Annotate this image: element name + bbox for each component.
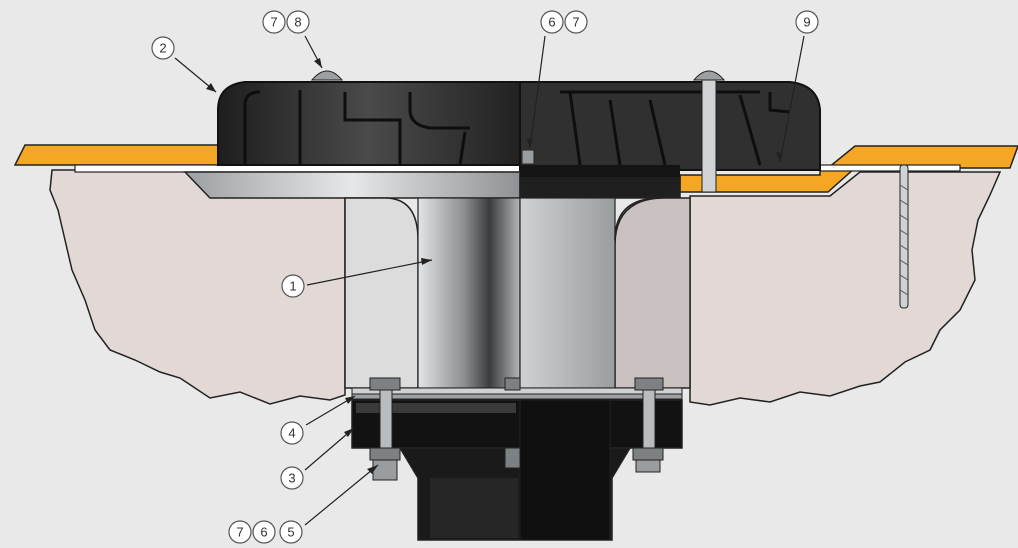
deck-plate-right	[819, 164, 961, 172]
callout-6-top: 6	[540, 10, 564, 34]
callout-4-label: 4	[288, 426, 295, 441]
sleeve-right	[614, 197, 691, 389]
strainer-cut-band	[520, 165, 680, 177]
callout-7-bottom-label: 7	[236, 525, 243, 540]
callout-3-label: 3	[288, 471, 295, 486]
dome-strainer-ribs-left	[243, 90, 470, 166]
concrete-deck-right	[689, 171, 1002, 406]
callout-2: 2	[151, 36, 175, 60]
sleeve-left	[344, 197, 419, 389]
callout-6-top-label: 6	[548, 15, 555, 30]
outlet-pipe-core	[519, 399, 611, 541]
callout-7-top-left-label: 7	[270, 15, 277, 30]
bolt-center	[504, 377, 521, 469]
callout-1: 1	[281, 274, 305, 298]
callout-7-top-left: 7	[262, 10, 286, 34]
drain-body-flange-right	[519, 174, 681, 199]
outlet-pipe-sheen	[430, 478, 518, 538]
leader-lines	[174, 35, 805, 526]
callout-7-top-right: 7	[564, 10, 588, 34]
callout-6-bottom-label: 6	[260, 525, 267, 540]
deck-plate-left	[74, 164, 521, 173]
drain-body-flange-left	[183, 171, 521, 199]
callout-6-bottom: 6	[252, 520, 276, 544]
dome-strainer-ribs-right	[560, 90, 791, 166]
bolt-right	[632, 377, 664, 473]
drain-pipe-right	[519, 197, 616, 389]
dome-bolt-left	[310, 70, 344, 81]
callout-5: 5	[279, 520, 303, 544]
callout-3: 3	[280, 466, 304, 490]
concrete-deck-left	[49, 169, 346, 405]
drain-pipe-right-curve	[614, 197, 661, 241]
callout-9: 9	[795, 10, 819, 34]
bolt-left	[369, 377, 401, 481]
callout-7-bottom: 7	[228, 520, 252, 544]
callout-8: 8	[286, 10, 310, 34]
clamp-bolt-right	[692, 70, 726, 193]
roof-membrane-left	[13, 144, 221, 166]
callout-8-label: 8	[294, 15, 301, 30]
gasket-lower	[351, 393, 683, 400]
drain-pipe-left	[417, 197, 521, 389]
dome-strainer-right	[519, 81, 821, 171]
callout-9-label: 9	[803, 15, 810, 30]
clamp-nut-center	[521, 149, 535, 165]
callout-4: 4	[280, 421, 304, 445]
dome-strainer-left	[217, 81, 521, 166]
callout-1-label: 1	[289, 279, 296, 294]
callout-2-label: 2	[159, 41, 166, 56]
callout-7-top-right-label: 7	[572, 15, 579, 30]
callout-5-label: 5	[287, 525, 294, 540]
clamping-ring-sheen	[356, 403, 516, 413]
deck-anchor-screw	[899, 164, 909, 309]
